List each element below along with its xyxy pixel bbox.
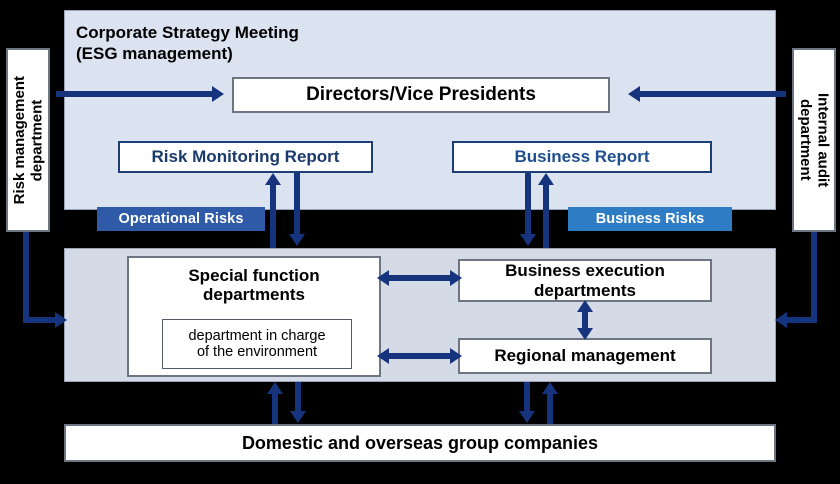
arrow-business-regional-line [582, 310, 588, 332]
arrow-risk-dept-elbow-vertical [23, 232, 29, 320]
regional-management-box[interactable]: Regional management [458, 338, 712, 374]
panel-title: Corporate Strategy Meeting (ESG manageme… [76, 23, 299, 64]
arrow-group-to-regional-head [542, 382, 558, 394]
group-companies-label: Domestic and overseas group companies [241, 432, 599, 453]
internal-audit-department-box[interactable]: Internal audit department [792, 48, 836, 232]
arrow-special-to-group-head [290, 411, 306, 423]
special-function-departments-label: Special function departments [188, 266, 320, 305]
risk-management-department-box[interactable]: Risk management department [6, 48, 50, 232]
business-report-box[interactable]: Business Report [452, 141, 712, 173]
arrow-risk-dept-elbow-horizontal [23, 317, 57, 323]
arrow-audit-dept-elbow-head [775, 312, 787, 328]
regional-management-label: Regional management [494, 346, 676, 366]
arrow-risk-dept-to-directors-line [56, 91, 214, 97]
arrow-special-regional-head-right [450, 348, 462, 364]
arrow-special-to-group-line [295, 382, 301, 413]
arrow-special-business-head-left [377, 270, 389, 286]
arrow-special-business-line [388, 275, 452, 281]
directors-box[interactable]: Directors/Vice Presidents [232, 77, 610, 113]
arrow-risk-dept-to-directors-head [212, 86, 224, 102]
arrow-special-regional-line [388, 353, 452, 359]
operational-risks-badge: Operational Risks [97, 207, 265, 231]
risk-management-department-label: Risk management department [10, 75, 45, 205]
arrow-audit-dept-elbow-horizontal [787, 317, 817, 323]
arrow-audit-dept-to-directors-head [628, 86, 640, 102]
business-execution-departments-label: Business execution departments [505, 261, 665, 300]
operational-risks-label: Operational Risks [118, 211, 244, 227]
environment-department-label: department in charge of the environment [188, 327, 326, 360]
special-function-departments-box[interactable]: Special function departments department … [127, 256, 381, 377]
arrow-special-business-head-right [450, 270, 462, 286]
arrow-regional-to-group-head [519, 411, 535, 423]
arrow-regional-to-group-line [524, 382, 530, 413]
arrow-ops-to-risk-report-line [270, 184, 276, 248]
arrow-group-to-regional-line [547, 393, 553, 424]
arrow-audit-dept-elbow-vertical [811, 232, 817, 320]
arrow-business-report-to-ops-line [525, 173, 531, 236]
risk-monitoring-report-label: Risk Monitoring Report [151, 147, 340, 167]
arrow-business-regional-head-up [577, 300, 593, 312]
arrow-risk-report-to-ops-line [294, 173, 300, 236]
arrow-risk-report-to-ops-head [289, 234, 305, 246]
arrow-group-to-special-head [267, 382, 283, 394]
business-report-label: Business Report [514, 147, 650, 167]
directors-label: Directors/Vice Presidents [306, 84, 536, 106]
arrow-risk-dept-elbow-head [55, 312, 67, 328]
arrow-ops-to-business-report-line [543, 184, 549, 248]
arrow-ops-to-business-report-head [538, 173, 554, 185]
arrow-business-report-to-ops-head [520, 234, 536, 246]
business-execution-departments-box[interactable]: Business execution departments [458, 259, 712, 302]
arrow-audit-dept-to-directors-line [640, 91, 786, 97]
arrow-business-regional-head-down [577, 328, 593, 340]
group-companies-box[interactable]: Domestic and overseas group companies [64, 424, 776, 462]
arrow-ops-to-risk-report-head [265, 173, 281, 185]
arrow-special-regional-head-left [377, 348, 389, 364]
business-risks-badge: Business Risks [568, 207, 732, 231]
business-risks-label: Business Risks [595, 211, 705, 227]
risk-monitoring-report-box[interactable]: Risk Monitoring Report [118, 141, 373, 173]
arrow-group-to-special-line [272, 393, 278, 424]
internal-audit-department-label: Internal audit department [797, 92, 832, 188]
environment-department-box[interactable]: department in charge of the environment [162, 319, 352, 369]
